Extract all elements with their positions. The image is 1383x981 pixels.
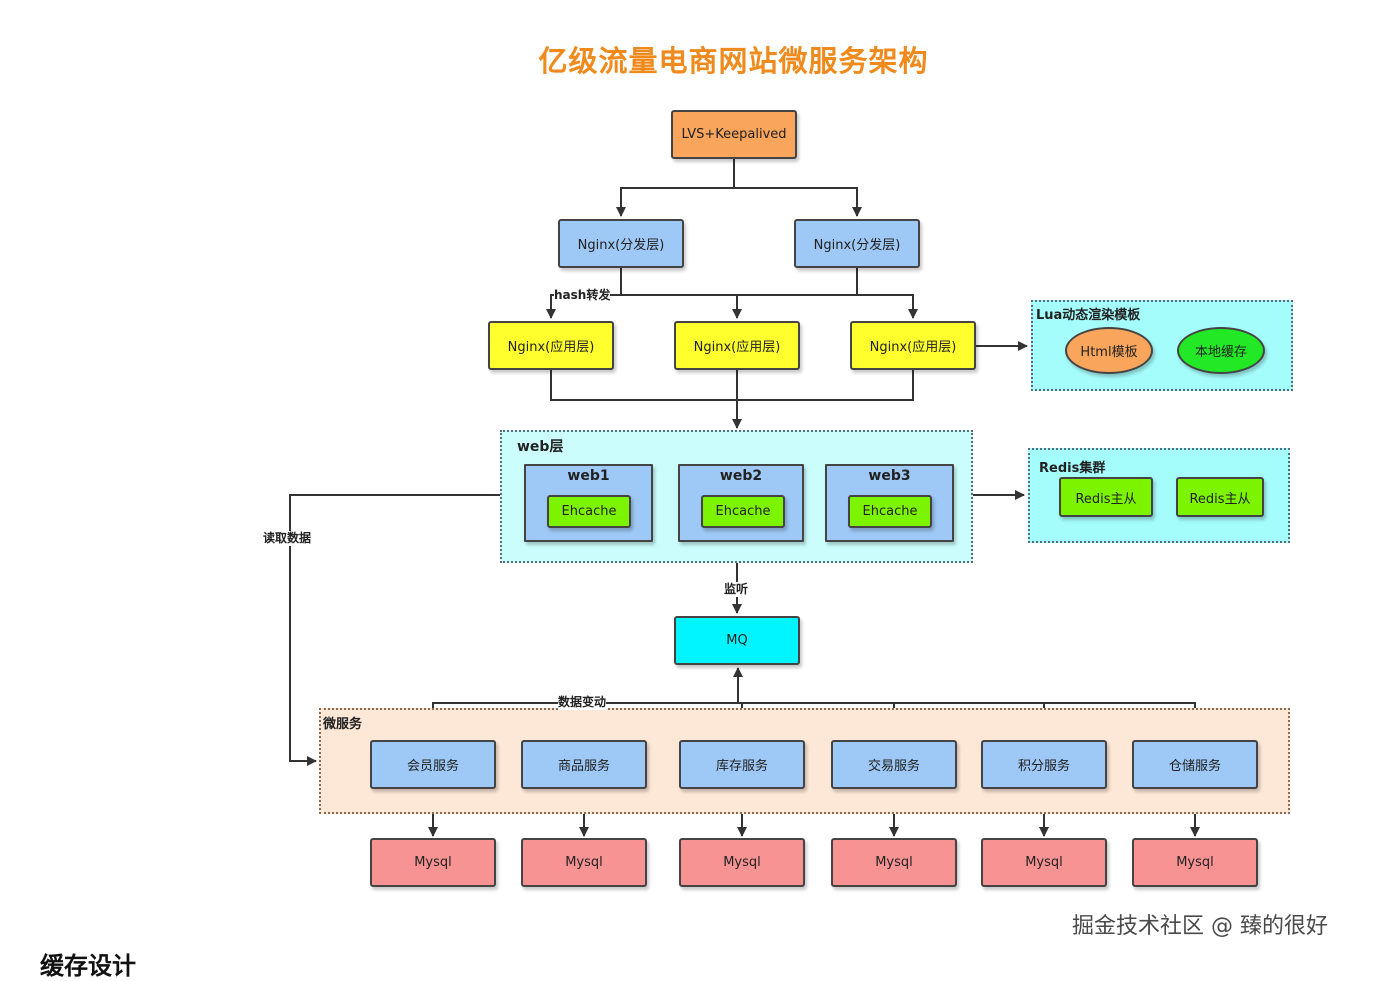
mysql-node: Mysql <box>521 838 647 887</box>
nginx-app-node-3: Nginx(应用层) <box>850 321 976 370</box>
mysql-node: Mysql <box>1132 838 1258 887</box>
watermark: 掘金技术社区 @ 臻的很好 <box>1072 914 1328 939</box>
edge-app-web-bus <box>550 370 914 401</box>
mq-node: MQ <box>674 616 800 665</box>
mysql-node: Mysql <box>370 838 496 887</box>
web-layer-label: web层 <box>517 439 564 455</box>
mysql-node: Mysql <box>679 838 805 887</box>
web-server-2: web2 Ehcache <box>678 464 804 542</box>
microservice-group-label: 微服务 <box>323 717 363 732</box>
nginx-app-node-2: Nginx(应用层) <box>674 321 800 370</box>
web-server-name: web2 <box>719 468 763 484</box>
redis-node-2: Redis主从 <box>1176 477 1264 517</box>
service-node: 交易服务 <box>831 740 957 789</box>
lvs-node: LVS+Keepalived <box>671 110 797 159</box>
mysql-node: Mysql <box>831 838 957 887</box>
web-server-3: web3 Ehcache <box>825 464 954 542</box>
edge-read-data <box>289 494 500 766</box>
mysql-node: Mysql <box>981 838 1107 887</box>
redis-group: Redis集群 Redis主从 Redis主从 <box>1028 448 1290 543</box>
edge-label-listen: 监听 <box>724 582 749 597</box>
edge-dispatch-app-3 <box>621 294 918 319</box>
redis-node-1: Redis主从 <box>1059 477 1153 517</box>
service-node: 积分服务 <box>981 740 1107 789</box>
ehcache-node: Ehcache <box>848 495 932 528</box>
nginx-dispatch-node-2: Nginx(分发层) <box>794 219 920 268</box>
ehcache-node: Ehcache <box>701 495 785 528</box>
web-server-name: web3 <box>868 468 911 484</box>
nginx-dispatch-node-1: Nginx(分发层) <box>558 219 684 268</box>
local-cache-node: 本地缓存 <box>1177 327 1265 374</box>
diagram-title: 亿级流量电商网站微服务架构 <box>538 44 929 78</box>
edge-lvs-dispatch-1 <box>616 159 735 217</box>
web-server-1: web1 Ehcache <box>524 464 653 542</box>
service-node: 会员服务 <box>370 740 496 789</box>
edge-lvs-dispatch-2 <box>734 187 862 217</box>
service-node: 库存服务 <box>679 740 805 789</box>
service-node: 商品服务 <box>521 740 647 789</box>
edge-label-read: 读取数据 <box>263 531 312 546</box>
lua-group-label: Lua动态渲染模板 <box>1036 308 1141 323</box>
nginx-app-node-1: Nginx(应用层) <box>488 321 614 370</box>
web-server-name: web1 <box>567 468 610 484</box>
web-layer-group: web层 web1 Ehcache web2 Ehcache web3 Ehca… <box>500 430 973 563</box>
edge-label-change: 数据变动 <box>558 695 607 710</box>
ehcache-node: Ehcache <box>547 495 631 528</box>
service-node: 仓储服务 <box>1132 740 1258 789</box>
edge-label-hash: hash转发 <box>554 288 611 303</box>
html-template-node: Html模板 <box>1065 327 1153 374</box>
redis-group-label: Redis集群 <box>1039 461 1106 476</box>
lua-group: Lua动态渲染模板 Html模板 本地缓存 <box>1031 300 1293 391</box>
